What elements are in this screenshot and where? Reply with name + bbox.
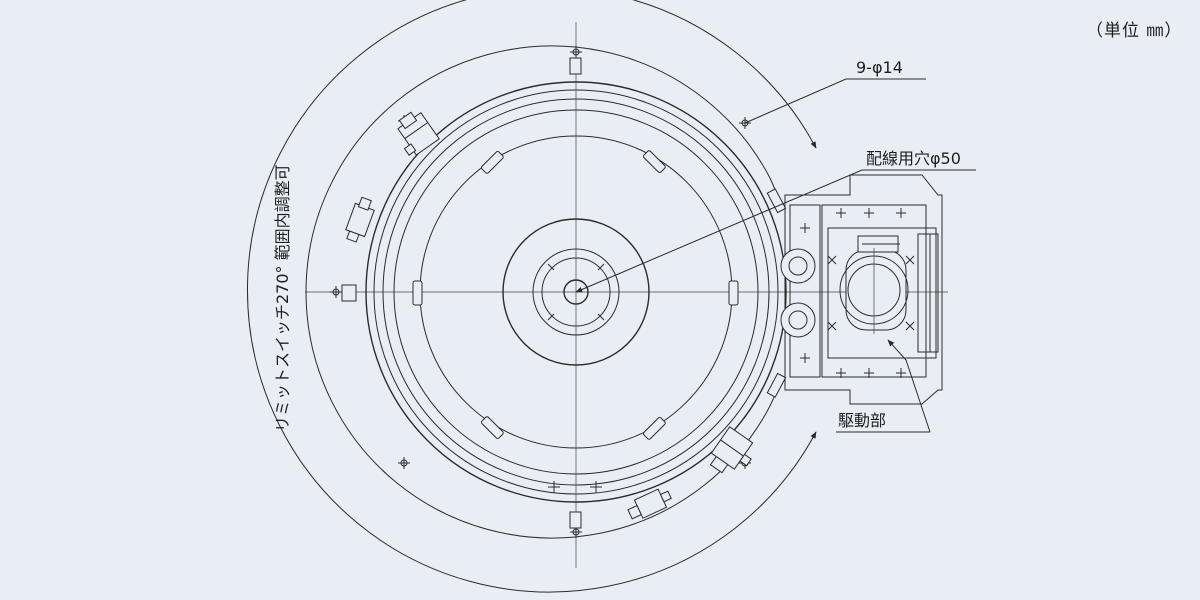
limit-switch-left bbox=[345, 196, 375, 243]
leader-lines bbox=[575, 78, 976, 433]
limit-switch-label: リミットスイッチ270° 範囲内調整可 bbox=[273, 164, 292, 432]
table-slots bbox=[412, 150, 739, 440]
wiring-hole-label: 配線用穴φ50 bbox=[866, 149, 961, 168]
perimeter-blocks bbox=[341, 57, 787, 529]
hub-marks bbox=[547, 263, 605, 321]
limit-switch-range-arc bbox=[247, 0, 817, 593]
drive-unit bbox=[780, 174, 943, 405]
table-ring-3 bbox=[382, 98, 770, 486]
drive-unit-label: 駆動部 bbox=[838, 411, 886, 430]
limit-switch-top-left bbox=[397, 111, 440, 156]
hub-mid bbox=[532, 248, 620, 336]
wiring-hole-circle bbox=[563, 279, 589, 305]
limit-switch-bottom-right bbox=[709, 426, 754, 474]
hub-inner bbox=[541, 257, 611, 327]
table-ring-1 bbox=[365, 81, 787, 503]
table-ring-4 bbox=[393, 109, 759, 475]
unit-label: （単位 ㎜） bbox=[1086, 21, 1183, 41]
centerlines bbox=[305, 22, 948, 568]
base-plate-outline bbox=[305, 45, 771, 539]
hub-outer bbox=[502, 218, 650, 366]
limit-switch-bottom bbox=[627, 488, 672, 520]
table-ring-2 bbox=[373, 89, 779, 495]
bolt-holes-label: 9-φ14 bbox=[856, 58, 903, 77]
